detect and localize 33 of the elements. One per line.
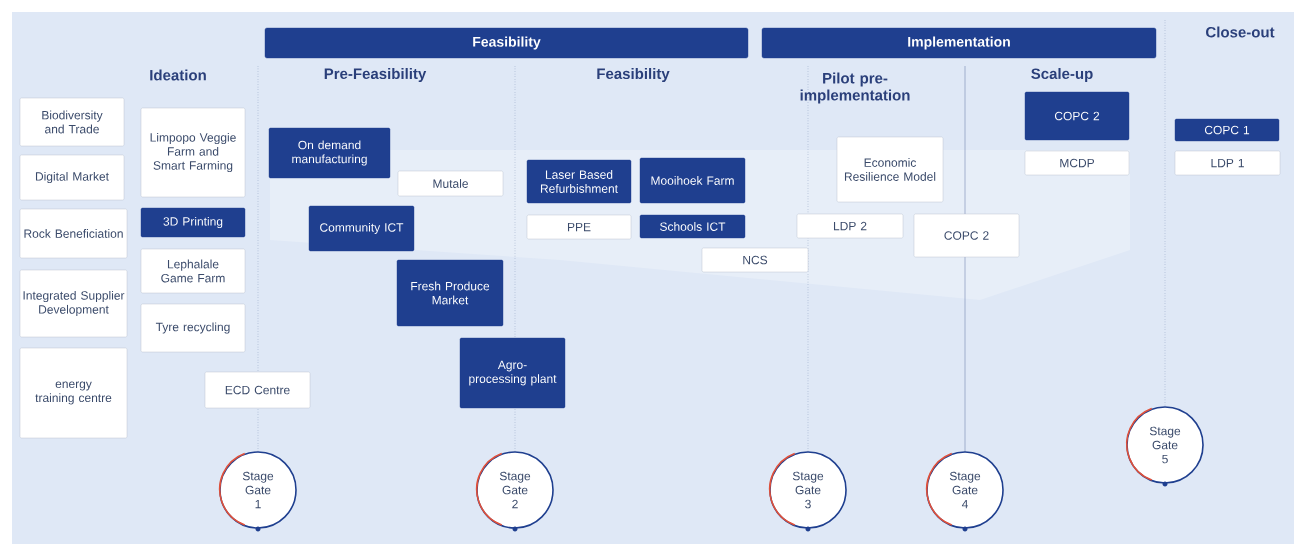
project-box: energy training centre: [19, 347, 128, 439]
project-box: ECD Centre: [204, 371, 311, 409]
project-box: PPE: [526, 214, 632, 240]
project-box: MCDP: [1024, 150, 1130, 176]
project-box: Rock Beneficiation: [19, 208, 128, 259]
project-box: Limpopo Veggie Farm and Smart Farming: [140, 107, 246, 198]
project-box: Lephalale Game Farm: [140, 248, 246, 294]
project-box: LDP 2: [796, 213, 904, 239]
project-box: COPC 2: [1024, 91, 1130, 141]
project-box: Mutale: [397, 170, 504, 197]
project-box: COPC 2: [913, 213, 1020, 258]
project-box: 3D Printing: [140, 207, 246, 238]
project-box: NCS: [701, 247, 809, 273]
project-box: Laser Based Refurbishment: [526, 159, 632, 204]
phase-heading: Close-out: [1206, 26, 1275, 38]
project-box: LDP 1: [1174, 150, 1281, 176]
project-box: Mooihoek Farm: [639, 157, 746, 204]
project-box: Tyre recycling: [140, 303, 246, 353]
phase-heading: Scale-up: [1031, 68, 1093, 82]
project-box: Economic Resilience Model: [836, 136, 944, 203]
project-box: Digital Market: [19, 154, 125, 201]
project-box: Agro-processing plant: [459, 337, 566, 409]
project-box: Schools ICT: [639, 214, 746, 239]
phase-band: Feasibility: [264, 27, 749, 59]
phase-heading: Pilot pre-implementation: [800, 72, 910, 104]
project-box: Community ICT: [308, 205, 415, 252]
phase-heading: Ideation: [150, 69, 206, 81]
project-box: Fresh Produce Market: [396, 259, 504, 327]
project-box: Biodiversity and Trade: [19, 97, 125, 147]
project-box: On demand manufacturing: [268, 127, 391, 179]
project-box: Integrated Supplier Development: [19, 269, 128, 338]
phase-band: Implementation: [761, 27, 1157, 59]
project-box: COPC 1: [1174, 118, 1280, 142]
